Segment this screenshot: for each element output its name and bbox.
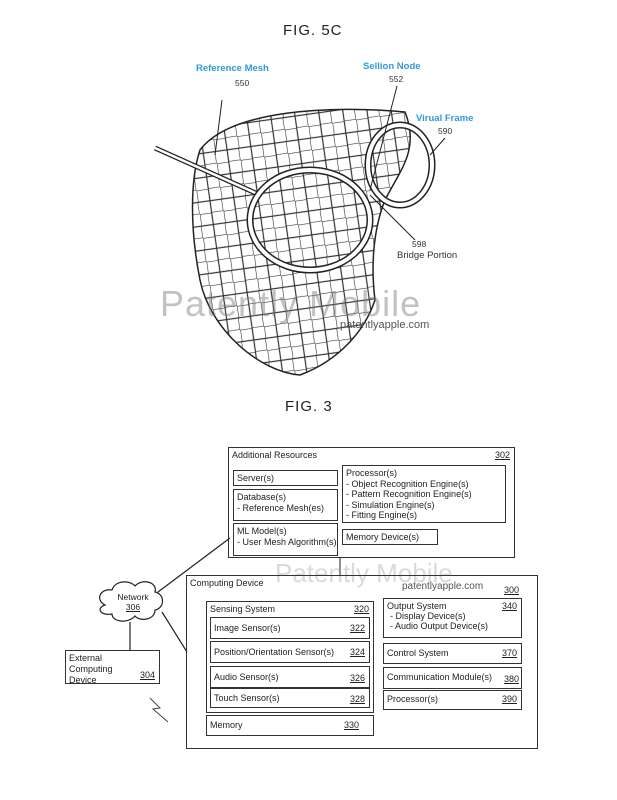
watermark-brand-2: Patently Mobile xyxy=(275,558,453,588)
processor-item: - Object Recognition Engine(s) xyxy=(346,478,469,489)
sensing-system-label: Sensing System xyxy=(210,604,276,614)
ar-processors-box: Processor(s) - Object Recognition Engine… xyxy=(342,465,506,523)
external-device-label: External Computing Device xyxy=(69,653,113,685)
sellion-node-label: Sellion Node xyxy=(363,61,421,72)
sensor-number: 326 xyxy=(349,673,365,683)
position-sensor-box: Position/Orientation Sensor(s) 324 xyxy=(210,641,370,663)
communication-module-label: Communication Module(s) xyxy=(387,672,493,682)
output-item: - Display Device(s) xyxy=(390,611,466,621)
watermark-url-2: patentlyapple.com xyxy=(402,581,484,592)
watermark-brand: Patently Mobile xyxy=(160,283,422,324)
output-system-label: Output System xyxy=(387,601,447,611)
audio-sensor-box: Audio Sensor(s) 326 xyxy=(210,666,370,688)
fig-5c-title: FIG. 5C xyxy=(283,22,343,39)
ml-models-label: ML Model(s) xyxy=(237,526,287,536)
processor-number: 390 xyxy=(501,694,517,704)
ml-models-box: ML Model(s) - User Mesh Algorithm(s) xyxy=(233,523,338,556)
communication-module-number: 380 xyxy=(503,674,519,684)
sensor-label: Audio Sensor(s) xyxy=(214,672,279,682)
bridge-portion-number: 598 xyxy=(412,239,427,249)
memory-label: Memory xyxy=(210,720,243,730)
virtual-frame-label: Virual Frame xyxy=(416,113,474,124)
network-cloud xyxy=(99,581,164,622)
additional-resources-number: 302 xyxy=(494,450,510,460)
external-computing-device-box: External Computing Device 304 xyxy=(65,650,160,685)
memory-devices-box: Memory Device(s) xyxy=(342,529,438,545)
memory-devices-label: Memory Device(s) xyxy=(346,532,420,542)
communication-module-box: Communication Module(s) 380 xyxy=(383,667,522,689)
output-item: - Audio Output Device(s) xyxy=(390,621,489,631)
processor-box: Processor(s) 390 xyxy=(383,690,522,710)
computing-device-label: Computing Device xyxy=(190,578,264,588)
sensor-number: 328 xyxy=(349,694,365,704)
servers-box: Server(s) xyxy=(233,470,338,486)
sensing-system-box: Sensing System 320 xyxy=(206,601,374,713)
network-number: 306 xyxy=(125,602,141,612)
control-system-label: Control System xyxy=(387,648,449,658)
memory-number: 330 xyxy=(343,720,359,730)
sensor-label: Position/Orientation Sensor(s) xyxy=(214,647,335,657)
additional-resources-label: Additional Resources xyxy=(232,450,318,460)
output-system-box: Output System - Display Device(s) - Audi… xyxy=(383,598,522,638)
fig-3-title: FIG. 3 xyxy=(285,398,333,415)
servers-label: Server(s) xyxy=(237,473,275,483)
watermark-url: patentlyapple.com xyxy=(340,319,430,331)
databases-label: Database(s) xyxy=(237,492,287,502)
databases-sub: - Reference Mesh(es) xyxy=(237,503,325,513)
ml-models-sub: - User Mesh Algorithm(s) xyxy=(237,537,337,547)
ar-processors-label: Processor(s) xyxy=(346,468,398,478)
computing-device-number: 300 xyxy=(503,585,519,595)
virtual-frame-number: 590 xyxy=(438,126,453,136)
output-system-number: 340 xyxy=(501,601,517,611)
external-device-number: 304 xyxy=(139,670,155,680)
control-system-number: 370 xyxy=(501,648,517,658)
sensor-label: Touch Sensor(s) xyxy=(214,693,280,703)
computing-device-box: Computing Device patentlyapple.com 300 xyxy=(186,575,538,749)
face-outline xyxy=(191,108,412,376)
processor-label: Processor(s) xyxy=(387,694,439,704)
processor-item: - Simulation Engine(s) xyxy=(346,499,435,510)
touch-sensor-box: Touch Sensor(s) 328 xyxy=(210,688,370,708)
face-mesh-illustration xyxy=(153,85,446,376)
sensing-system-number: 320 xyxy=(353,604,369,614)
reference-mesh-number: 550 xyxy=(235,78,250,88)
reference-mesh-label: Reference Mesh xyxy=(196,63,269,74)
bridge-portion-label: Bridge Portion xyxy=(397,250,458,261)
sensor-number: 322 xyxy=(349,623,365,633)
processor-item: - Pattern Recognition Engine(s) xyxy=(346,489,472,499)
control-system-box: Control System 370 xyxy=(383,643,522,664)
sensor-number: 324 xyxy=(349,647,365,657)
image-sensor-box: Image Sensor(s) 322 xyxy=(210,617,370,639)
memory-box: Memory 330 xyxy=(206,715,374,736)
sellion-node-number: 552 xyxy=(389,74,404,84)
databases-box: Database(s) - Reference Mesh(es) xyxy=(233,489,338,521)
wireless-lightning-icon xyxy=(149,697,169,723)
processor-item: - Fitting Engine(s) xyxy=(346,510,418,520)
additional-resources-box: Additional Resources 302 xyxy=(228,447,515,558)
network-node: Network 306 xyxy=(113,592,153,612)
sensor-label: Image Sensor(s) xyxy=(214,623,281,633)
network-label: Network xyxy=(117,592,149,602)
